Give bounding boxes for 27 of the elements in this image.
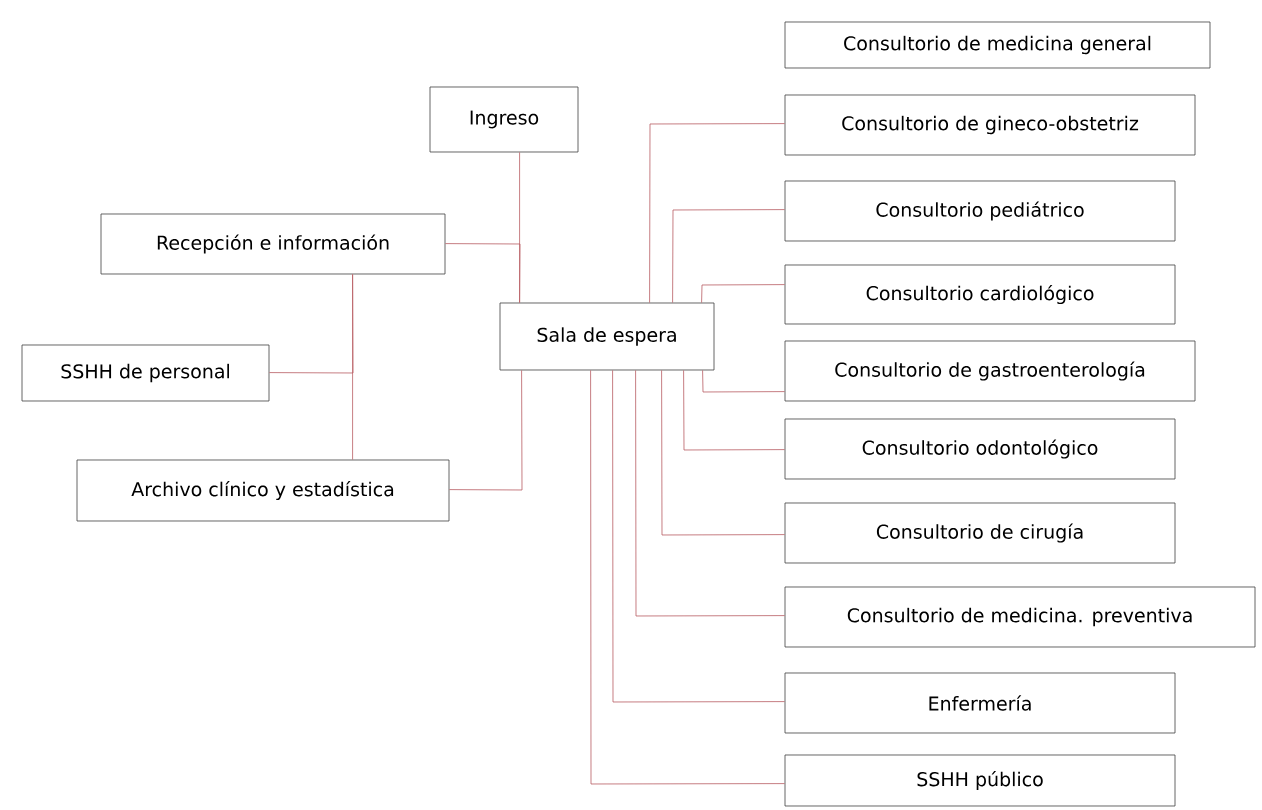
connector-line	[672, 209, 785, 303]
connector-line	[352, 274, 353, 460]
connector-line	[683, 370, 785, 451]
room-box: Consultorio odontológico	[784, 418, 1176, 480]
room-box: Consultorio de medicina general	[784, 21, 1211, 69]
connector-line	[590, 370, 785, 785]
room-box: Ingreso	[429, 86, 579, 153]
room-box: Consultorio pediátrico	[784, 180, 1176, 242]
room-box: SSHH público	[784, 754, 1176, 807]
room-box: SSHH de personal	[21, 344, 270, 402]
connector-line	[635, 370, 785, 617]
room-box: Recepción e información	[100, 213, 446, 275]
connector-line	[701, 284, 785, 303]
room-box: Consultorio de gastroenterología	[784, 340, 1196, 402]
connector-line	[449, 370, 523, 491]
connector-line	[612, 370, 785, 703]
connector-line	[702, 370, 785, 393]
room-box: Consultorio cardiológico	[784, 264, 1176, 325]
room-box: Consultorio de medicina. preventiva	[784, 586, 1256, 648]
connector-line	[649, 123, 785, 303]
connector-line	[661, 370, 785, 536]
room-box: Consultorio de gineco-obstetriz	[784, 94, 1196, 156]
room-box: Enfermería	[784, 672, 1176, 734]
room-box: Archivo clínico y estadística	[76, 459, 450, 522]
connector-line	[445, 243, 521, 303]
room-box: Sala de espera	[499, 302, 715, 371]
room-box: Consultorio de cirugía	[784, 502, 1176, 564]
